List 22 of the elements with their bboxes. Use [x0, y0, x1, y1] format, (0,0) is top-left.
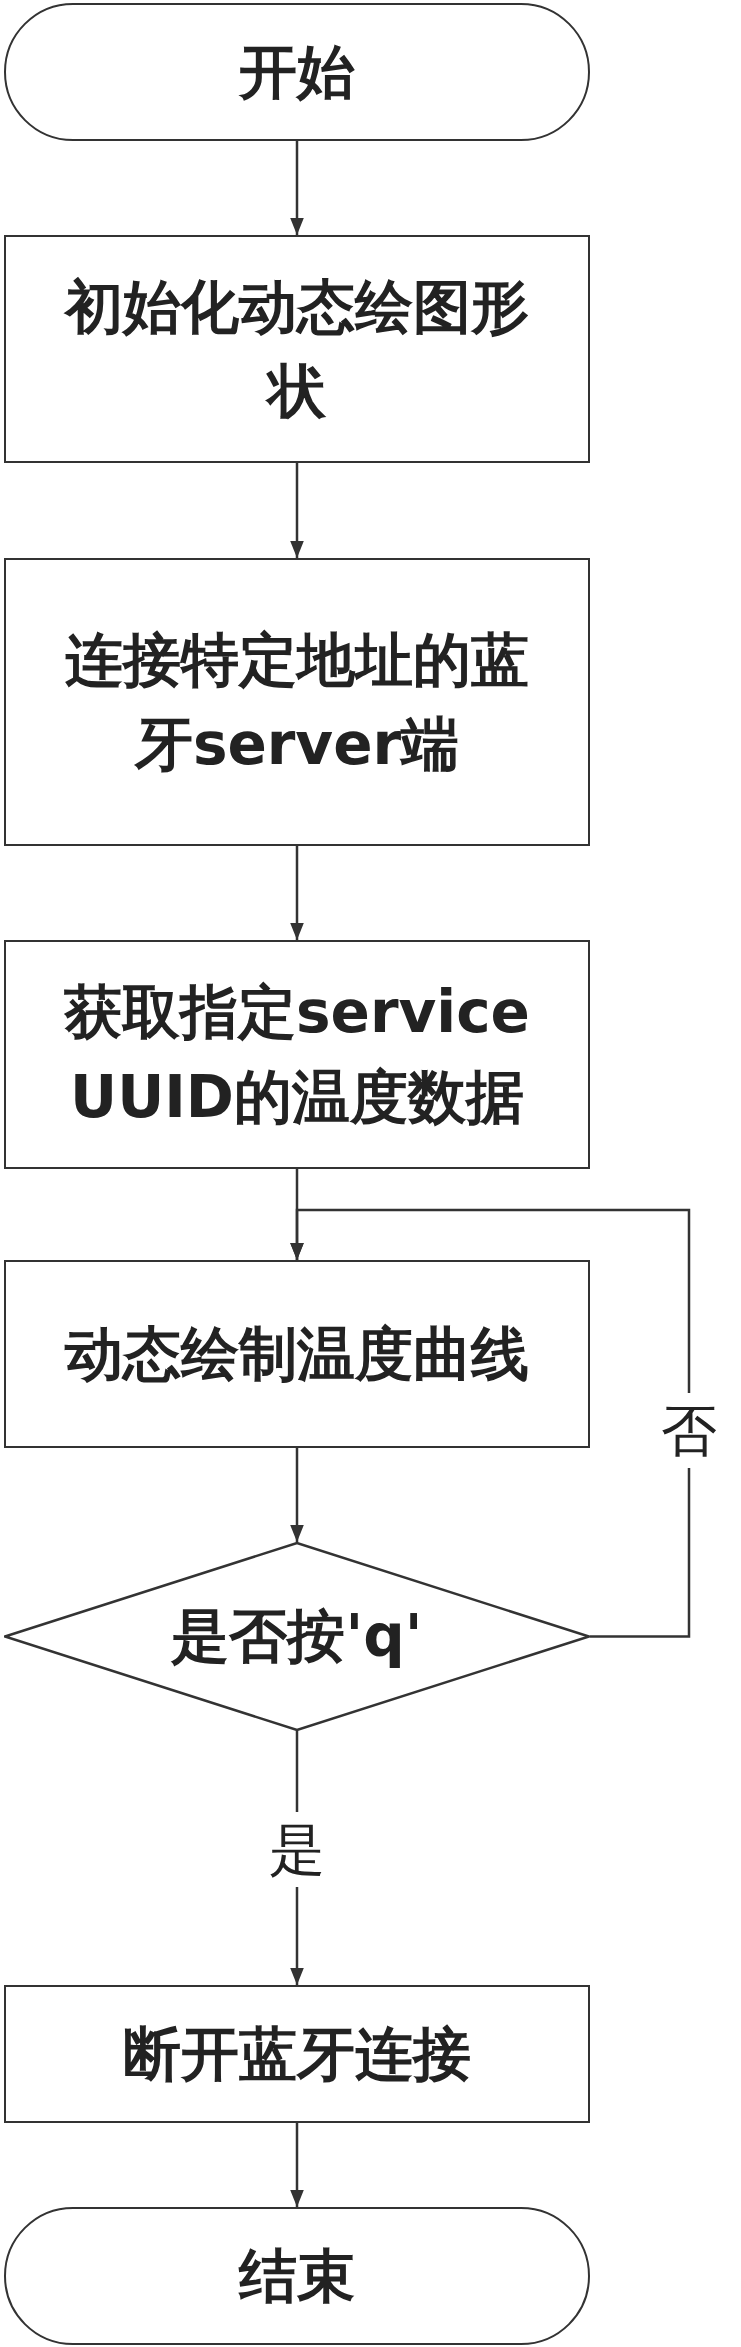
node-text: 结束 — [237, 2240, 356, 2312]
process-box — [4, 940, 590, 1169]
node-text: 动态绘制温度曲线 — [63, 1318, 530, 1390]
node-text: 断开蓝牙连接 — [122, 2018, 472, 2090]
edge-label: 否 — [661, 1392, 717, 1468]
process-box — [4, 1985, 590, 2123]
arrow — [290, 141, 304, 235]
arrow — [290, 463, 304, 558]
decision-diamond — [4, 1542, 590, 1731]
edge-label: 是 — [269, 1811, 325, 1887]
arrow — [290, 1448, 304, 1542]
arrow — [290, 846, 304, 940]
node-text: 开始 — [238, 36, 356, 108]
process-box — [4, 558, 590, 846]
node-text: 初始化动态绘图形状 — [63, 271, 530, 427]
process-box — [4, 235, 590, 463]
process-box — [4, 1260, 590, 1448]
node-text: 获取指定service UUID的温度数据 — [63, 977, 531, 1133]
arrow — [290, 1208, 691, 1638]
node-text: 是否按'q' — [170, 1601, 424, 1673]
node-text: 连接特定地址的蓝牙server端 — [64, 624, 530, 780]
arrow — [290, 2123, 304, 2207]
